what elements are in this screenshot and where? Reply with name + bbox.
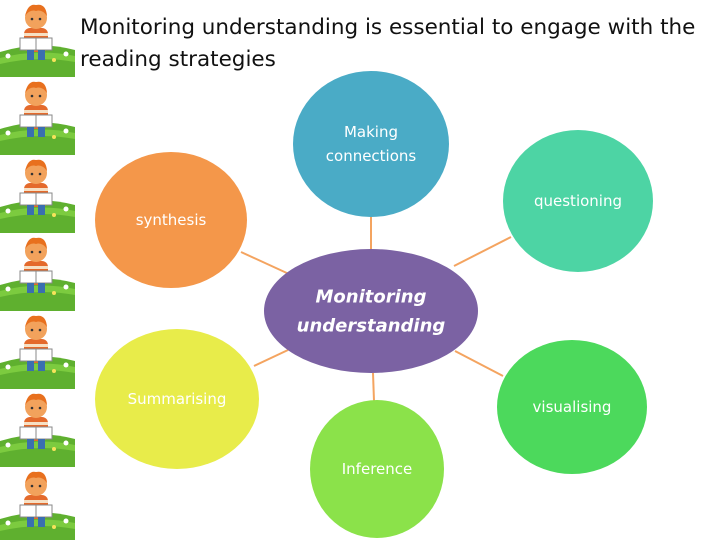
cartoon-tile: [0, 389, 75, 467]
connectors: [240, 217, 512, 402]
node-inference-shape: [310, 400, 444, 538]
node-visualising: visualising: [497, 340, 647, 474]
connector-visualising: [454, 350, 504, 377]
center-node: Monitoring understanding: [264, 249, 478, 373]
node-synthesis-shape: [95, 152, 247, 288]
connector-questioning: [453, 236, 512, 267]
node-making-connections-shape: [293, 71, 449, 217]
connector-summarising: [253, 349, 289, 367]
node-making-connections-label: connections: [326, 147, 417, 165]
slide-title: Monitoring understanding is essential to…: [80, 15, 696, 72]
node-summarising: Summarising: [95, 329, 259, 469]
node-summarising-shape: [95, 329, 259, 469]
cartoon-tile: [0, 155, 75, 233]
node-questioning-shape: [503, 130, 653, 272]
node-making-connections-label: Making: [344, 123, 398, 141]
nodes: Making connections questioning visualisingI…: [95, 71, 653, 538]
node-making-connections: Making connections: [293, 71, 449, 217]
node-visualising-shape: [497, 340, 647, 474]
node-synthesis: synthesis: [95, 152, 247, 288]
node-questioning: questioning: [503, 130, 653, 272]
node-summarising-label: Summarising: [128, 390, 227, 408]
cartoon-tile: [0, 311, 75, 389]
decorative-strip: [0, 0, 75, 540]
connector-synthesis: [240, 251, 290, 275]
node-synthesis-label: synthesis: [136, 211, 207, 229]
node-visualising-label: visualising: [533, 398, 612, 416]
center-node-label: Monitoring: [316, 287, 427, 308]
cartoon-tile: [0, 233, 75, 311]
node-questioning-label: questioning: [534, 192, 622, 210]
center-node-shape: [264, 249, 478, 373]
cartoon-tile: [0, 77, 75, 155]
center-node-label: understanding: [297, 316, 446, 337]
cartoon-tile: [0, 0, 75, 78]
node-inference-label: Inference: [342, 460, 413, 478]
connector-inference: [372, 372, 375, 402]
cartoon-tile: [0, 467, 75, 540]
node-inference: Inference: [310, 400, 444, 538]
